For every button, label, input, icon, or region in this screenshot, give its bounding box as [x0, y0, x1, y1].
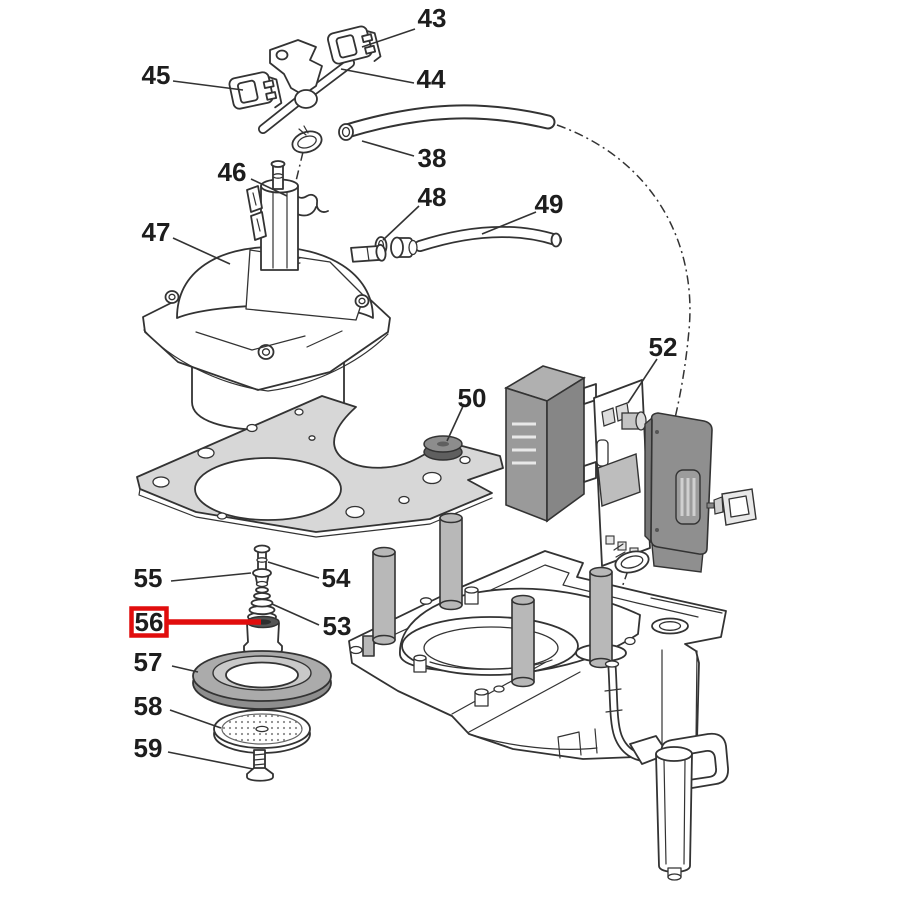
part-label-50[interactable]: 50: [458, 383, 487, 413]
callout-46[interactable]: 46: [218, 157, 288, 197]
callout-43[interactable]: 43: [361, 3, 447, 48]
highlight-box-56[interactable]: [129, 606, 169, 638]
part-label-49[interactable]: 49: [535, 189, 564, 219]
callout-48[interactable]: 48: [382, 182, 447, 241]
part-label-45[interactable]: 45: [142, 60, 171, 90]
part-label-58[interactable]: 58: [134, 691, 163, 721]
callout-47[interactable]: 47: [142, 217, 231, 265]
base-post: [511, 594, 535, 688]
screw-59-drawing: [246, 749, 274, 782]
callout-56-highlighted[interactable]: 56: [129, 606, 262, 638]
base-post: [589, 566, 613, 669]
callout-53[interactable]: 53: [271, 603, 352, 641]
group-gasket-57-drawing: [192, 650, 332, 710]
part-label-52[interactable]: 52: [649, 332, 678, 362]
part-label-54[interactable]: 54: [322, 563, 351, 593]
part-label-46[interactable]: 46: [218, 157, 247, 187]
hose-38-drawing: [338, 104, 556, 141]
valve-pin-54-drawing: [253, 544, 271, 573]
callout-59[interactable]: 59: [134, 733, 254, 770]
hose-clamp-lower-drawing: [613, 543, 650, 574]
part-label-38[interactable]: 38: [418, 143, 447, 173]
switch-frame-drawing: [706, 488, 757, 526]
part-label-59[interactable]: 59: [134, 733, 163, 763]
part-label-53[interactable]: 53: [323, 611, 352, 641]
valve-clamp-43-drawing: [327, 25, 382, 65]
part-label-47[interactable]: 47: [142, 217, 171, 247]
part-label-48[interactable]: 48: [418, 182, 447, 212]
boiler-47-drawing: [142, 160, 391, 431]
callout-44[interactable]: 44: [340, 64, 446, 94]
grommet-50-drawing: [423, 435, 463, 461]
callout-58[interactable]: 58: [134, 691, 222, 729]
part-label-57[interactable]: 57: [134, 647, 163, 677]
callout-38[interactable]: 38: [361, 140, 447, 173]
valve-clamp-45-drawing: [228, 71, 283, 110]
steam-wand-drawing: [629, 732, 729, 881]
callout-45[interactable]: 45: [142, 60, 244, 91]
callout-52[interactable]: 52: [627, 332, 678, 404]
part-label-43[interactable]: 43: [418, 3, 447, 33]
callout-57[interactable]: 57: [134, 647, 199, 677]
callout-54[interactable]: 54: [267, 561, 351, 593]
hose-clamp-ring-drawing: [291, 125, 323, 154]
bracket-drawing: [258, 39, 355, 134]
callout-50[interactable]: 50: [446, 383, 487, 442]
callout-55[interactable]: 55: [134, 563, 252, 593]
control-box-back-drawing: [504, 365, 597, 523]
mounting-plate-drawing: [136, 395, 504, 538]
part-label-55[interactable]: 55: [134, 563, 163, 593]
part-label-56[interactable]: 56: [135, 607, 164, 637]
control-box-cover-drawing: [644, 412, 713, 573]
base-post: [439, 512, 463, 611]
hose-49-drawing: [390, 225, 562, 259]
shower-screen-58-drawing: [213, 709, 311, 754]
part-label-44[interactable]: 44: [417, 64, 446, 94]
callout-49[interactable]: 49: [481, 189, 564, 235]
valve-seat-55-drawing: [252, 568, 272, 588]
circuit-board-52-drawing: [593, 379, 651, 567]
base-post: [372, 546, 396, 646]
